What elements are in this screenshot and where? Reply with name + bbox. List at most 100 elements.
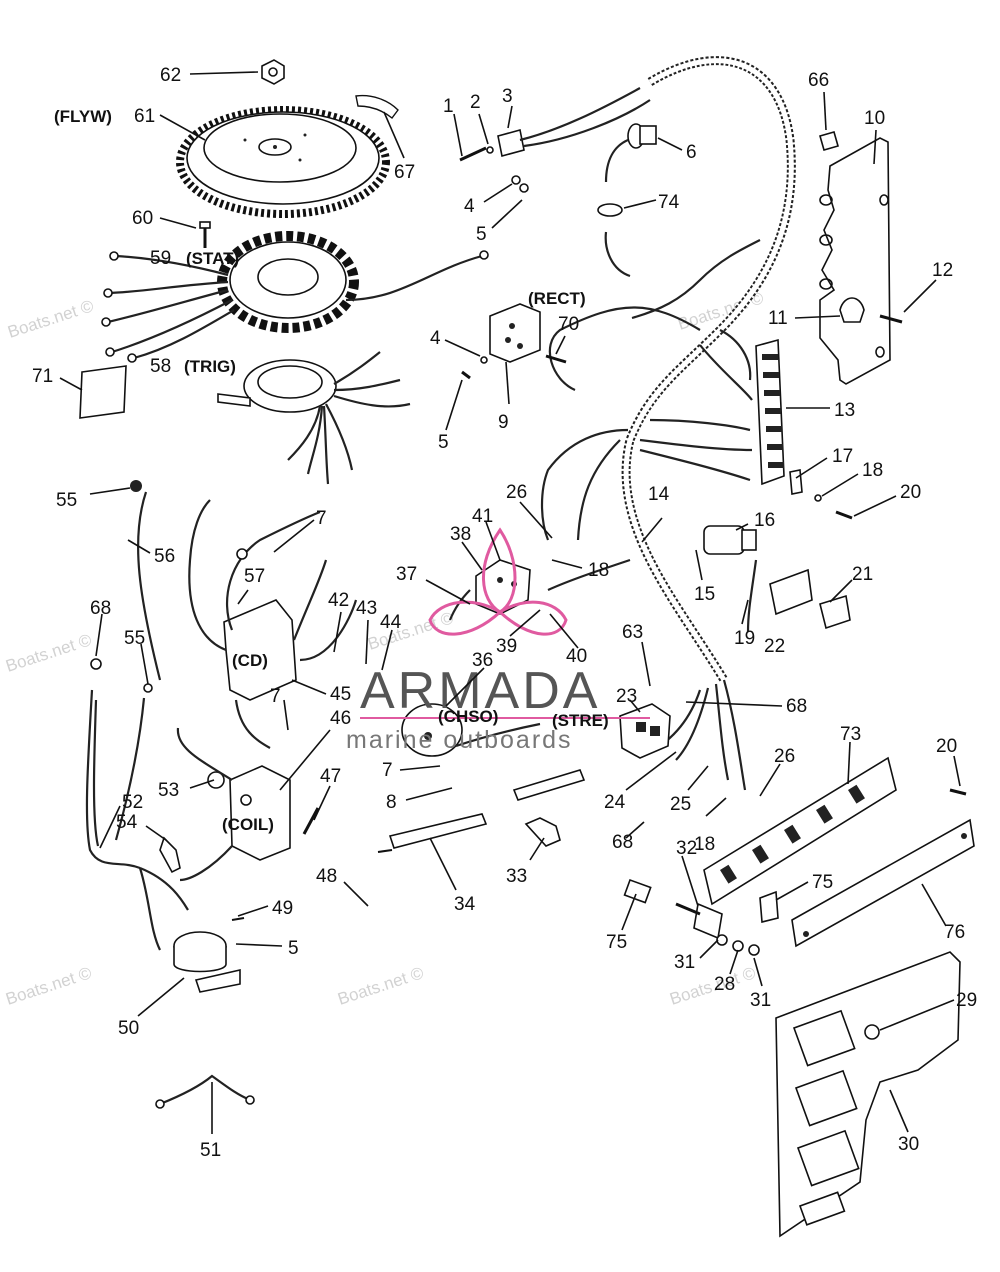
callout-41: 41 [472,506,493,527]
callout-5: 5 [288,938,299,959]
callout-19: 19 [734,628,755,649]
callout-33: 33 [506,866,527,887]
part-washer-4a [511,175,529,193]
callout-23: 23 [616,686,637,707]
part-clip-74 [597,203,623,217]
part-starter-relay-23 [619,703,671,759]
callout-10: 10 [864,108,885,129]
armada-brand-subtext: marine outboards [346,726,573,754]
part-cable-lead-8 [512,769,586,801]
part-lead-56 [130,480,162,681]
label-trig: (TRIG) [184,357,236,376]
callout-5: 5 [438,432,449,453]
callout-62: 62 [160,65,181,86]
callout-18: 18 [588,560,609,581]
part-trigger-58 [217,351,411,485]
watermark-site: Boats.net © [3,630,94,676]
part-rectifier-9 [461,303,567,380]
part-cable-34 [377,813,488,853]
label-flyw: (FLYW) [54,107,112,126]
callout-45: 45 [330,684,351,705]
callout-42: 42 [328,590,349,611]
callout-54: 54 [116,812,138,833]
label-cd: (CD) [232,651,268,670]
label-coil: (COIL) [222,815,274,834]
callout-25: 25 [670,794,691,815]
callout-46: 46 [330,708,351,729]
callout-14: 14 [648,484,670,505]
part-screw-60 [199,221,211,248]
callout-71: 71 [32,366,53,387]
part-flywheel-61 [176,106,390,218]
callout-66: 66 [808,70,829,91]
callout-28: 28 [714,974,735,995]
callout-38: 38 [450,524,471,545]
part-cd-45 [188,499,358,749]
callout-51: 51 [200,1140,221,1161]
callout-17: 17 [832,446,853,467]
part-terminal-block-3 [459,87,651,162]
callout-43: 43 [356,598,377,619]
part-clip-75 [759,890,779,924]
callout-55: 55 [124,628,145,649]
callout-50: 50 [118,1018,139,1039]
callout-53: 53 [158,780,179,801]
callout-18: 18 [862,460,883,481]
callout-39: 39 [496,636,517,657]
callout-7: 7 [316,508,327,529]
part-terminal-block-73 [703,756,967,906]
callout-4: 4 [464,196,475,217]
callout-32: 32 [676,838,697,859]
label-stat: (STAT) [186,249,239,268]
callout-76: 76 [944,922,965,943]
part-decal-71 [79,365,127,419]
callout-1: 1 [443,96,454,117]
callout-34: 34 [454,894,476,915]
armada-brand-text: ARMADA [360,662,600,720]
callout-74: 74 [658,192,680,213]
callout-13: 13 [834,400,855,421]
callout-49: 49 [272,898,293,919]
part-connector-41 [448,559,531,621]
callout-4: 4 [430,328,441,349]
callout-21: 21 [852,564,873,585]
callout-9: 9 [498,412,509,433]
part-jumper-17 [789,469,853,520]
callout-57: 57 [244,566,265,587]
callout-15: 15 [694,584,715,605]
callout-12: 12 [932,260,953,281]
callout-7: 7 [382,760,393,781]
component-labels: (FLYW) (STAT) (TRIG) (RECT) (CD) (COIL) … [54,107,609,834]
part-bracket-10 [819,137,891,385]
part-harness-14 [540,56,796,791]
callout-61: 61 [134,106,155,127]
part-stator-59 [101,231,489,363]
callout-5: 5 [476,224,487,245]
callout-11: 11 [768,308,788,329]
callout-40: 40 [566,646,587,667]
part-clip-66 [819,131,839,151]
part-terminal-block-13 [755,338,785,486]
part-harness-52 [85,658,189,951]
callout-36: 36 [472,650,493,671]
part-clamp-11 [839,297,903,324]
callout-48: 48 [316,866,337,887]
callout-3: 3 [502,86,513,107]
callout-60: 60 [132,208,153,229]
callout-7: 7 [270,686,281,707]
part-nut-62 [261,59,285,85]
callout-68: 68 [612,832,633,853]
callout-31: 31 [750,990,771,1011]
callout-68: 68 [90,598,111,619]
callout-59: 59 [150,248,171,269]
part-boot-54 [159,836,181,874]
leader-lines [59,71,961,1134]
callout-6: 6 [686,142,697,163]
watermark-site: Boats.net © [3,963,94,1009]
callout-8: 8 [386,792,397,813]
callout-31: 31 [674,952,695,973]
callout-2: 2 [470,92,481,113]
part-horn-50 [173,917,245,993]
part-fuse-holder-32 [623,878,760,956]
callout-75: 75 [812,872,833,893]
